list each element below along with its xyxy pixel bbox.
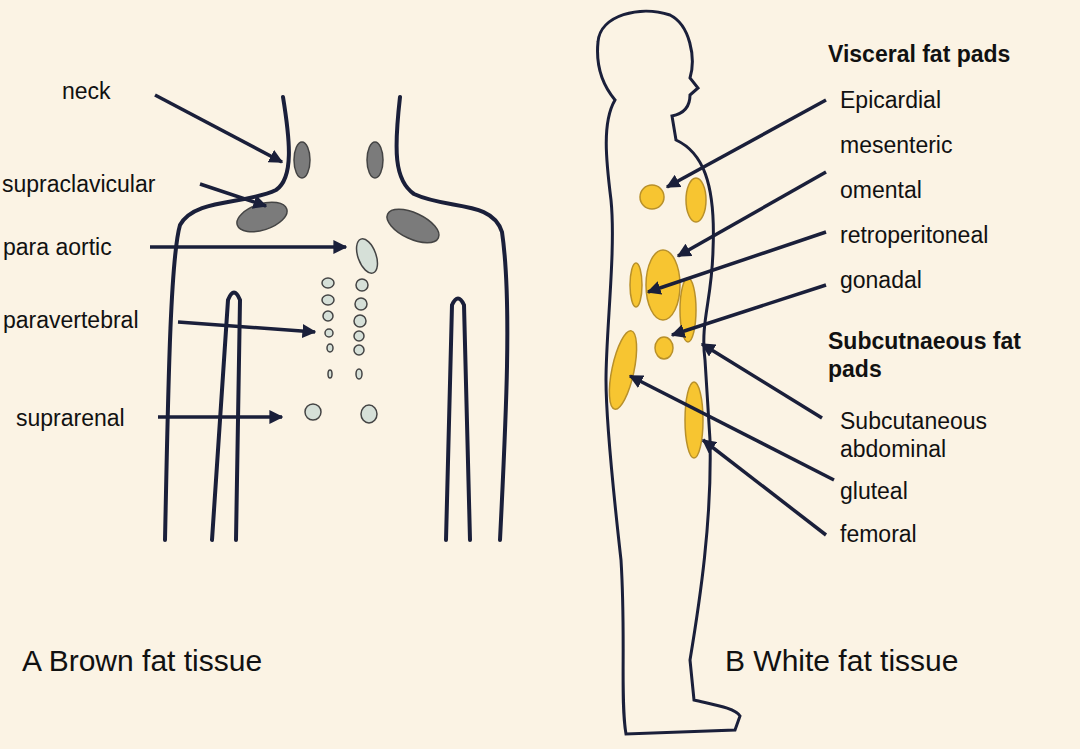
white-fat-depots <box>604 178 706 458</box>
region-label: omental <box>840 177 922 205</box>
region-label: paravertebral <box>3 307 139 335</box>
region-label: neck <box>62 78 111 106</box>
region-label: suprarenal <box>16 405 125 433</box>
region-label: Subcutaneous abdominal <box>840 408 1040 463</box>
region-label: supraclavicular <box>2 171 155 199</box>
region-label: retroperitoneal <box>840 222 988 250</box>
region-label: femoral <box>840 521 917 549</box>
brown-fat-depots <box>233 142 444 423</box>
group-heading: Visceral fat pads <box>828 41 1010 69</box>
region-label: gluteal <box>840 478 908 506</box>
body-outline <box>598 11 740 734</box>
panel-caption: B White fat tissue <box>725 643 958 679</box>
region-label: mesenteric <box>840 132 952 160</box>
torso-outline <box>165 97 507 540</box>
region-label: Epicardial <box>840 87 941 115</box>
group-heading: Subcutnaeous fat pads <box>828 328 1073 383</box>
panel-caption: A Brown fat tissue <box>22 643 262 679</box>
leader-arrows <box>150 95 834 535</box>
region-label: gonadal <box>840 267 922 295</box>
region-label: para aortic <box>3 234 112 262</box>
